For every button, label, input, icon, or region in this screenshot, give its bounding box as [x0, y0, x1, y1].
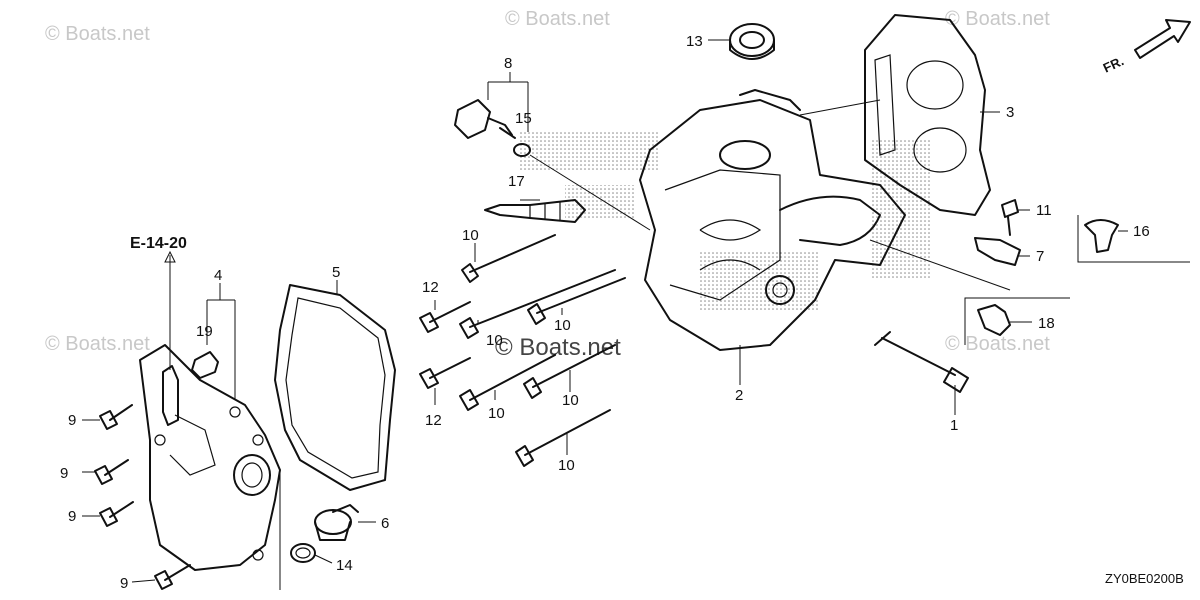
watermark: © Boats.net	[505, 8, 610, 30]
watermark: © Boats.net	[945, 333, 1050, 355]
bolt-12	[419, 357, 471, 389]
callouts: 1 2 3 4 5 6 7 8 9 9 9 9 10 10 10 10 10 1…	[60, 33, 1150, 592]
head-cover-4	[139, 344, 281, 571]
callout-17: 17	[508, 173, 525, 190]
callout-6: 6	[381, 515, 389, 532]
callout-9: 9	[68, 412, 76, 429]
callout-15: 15	[515, 110, 532, 127]
callout-10: 10	[558, 457, 575, 474]
bolt-10	[459, 354, 556, 411]
watermark: © Boats.net	[945, 8, 1050, 30]
clip-18	[964, 297, 1070, 345]
bolt-12	[419, 301, 471, 333]
callout-7: 7	[1036, 248, 1044, 265]
callout-10: 10	[562, 392, 579, 409]
oil-cap-6	[314, 504, 359, 541]
callout-16: 16	[1133, 223, 1150, 240]
callout-9: 9	[60, 465, 68, 482]
bolt-9	[94, 459, 129, 485]
callout-11: 11	[1036, 202, 1052, 219]
callout-8: 8	[504, 55, 512, 72]
clip-7	[974, 237, 1021, 266]
o-ring-14	[290, 543, 316, 563]
callout-4: 4	[214, 267, 222, 284]
callout-10: 10	[488, 405, 505, 422]
callout-9: 9	[120, 575, 128, 592]
bolt-10	[461, 234, 556, 283]
watermark: © Boats.net	[45, 23, 150, 45]
callout-19: 19	[196, 323, 213, 340]
front-direction-arrow: FR.	[1101, 19, 1191, 76]
washer-15	[513, 143, 531, 157]
callout-10: 10	[554, 317, 571, 334]
cover-gasket-5	[274, 284, 396, 491]
bolt-9	[154, 564, 191, 590]
bolt-9	[99, 404, 133, 430]
oil-seal-13	[729, 23, 775, 60]
bolt-1	[874, 331, 969, 393]
drawing-code: ZY0BE0200B	[1105, 571, 1184, 586]
watermark: © Boats.net	[45, 333, 150, 355]
head-gasket-3	[864, 14, 991, 216]
clip-16	[1077, 215, 1190, 263]
reference-label: E-14-20	[130, 235, 187, 252]
bolt-10	[527, 277, 626, 325]
watermark-center: © Boats.net	[495, 334, 621, 361]
callout-10: 10	[462, 227, 479, 244]
bolt-10	[523, 344, 616, 399]
svg-text:FR.: FR.	[1101, 53, 1126, 75]
callout-12: 12	[425, 412, 442, 429]
callout-12: 12	[422, 279, 439, 296]
bolt-10	[459, 269, 616, 339]
leader-lines	[82, 39, 1128, 590]
callout-14: 14	[336, 557, 353, 574]
bolt-9	[99, 501, 134, 527]
callout-9: 9	[68, 508, 76, 525]
bolt-11	[1001, 199, 1019, 236]
spark-plug-17	[484, 199, 586, 223]
callout-13: 13	[686, 33, 703, 50]
fitting-19	[191, 351, 219, 379]
cylinder-head-2	[639, 89, 906, 351]
callout-1: 1	[950, 417, 958, 434]
callout-2: 2	[735, 387, 743, 404]
callout-3: 3	[1006, 104, 1014, 121]
callout-18: 18	[1038, 315, 1055, 332]
callout-5: 5	[332, 264, 340, 281]
sensor-8	[454, 99, 516, 139]
callout-10: 10	[486, 332, 503, 349]
